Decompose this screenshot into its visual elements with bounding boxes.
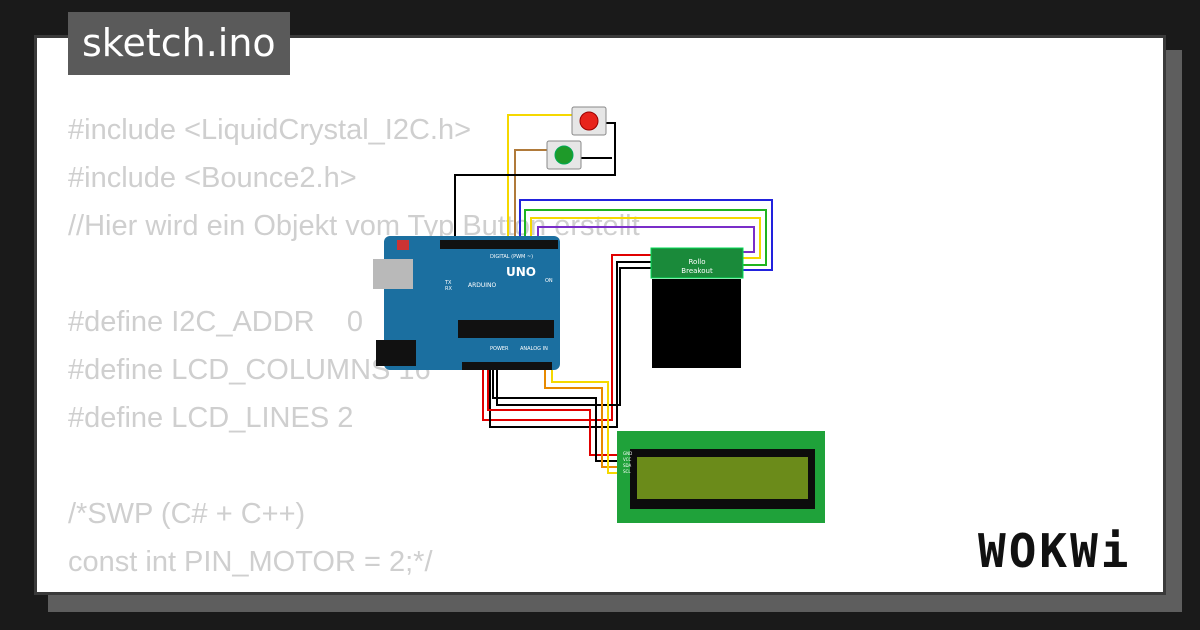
wire-black-buttons xyxy=(454,122,616,240)
code-line: #include <Bounce2.h> xyxy=(68,162,357,194)
lcd-pin-scl: SCL xyxy=(623,469,631,474)
breakout-line1: Rollo xyxy=(688,258,705,266)
lcd-pin-vcc: VCC xyxy=(623,457,632,462)
wire-orange-lcd xyxy=(544,365,622,468)
wire-brown xyxy=(514,149,548,240)
wire-yellow-2 xyxy=(530,217,761,259)
wire-yellow-lcd xyxy=(551,365,622,474)
breakout-module xyxy=(652,279,741,368)
digital-label: DIGITAL (PWM ~) xyxy=(490,254,533,260)
code-line: #define LCD_COLUMNS 16 xyxy=(68,354,431,386)
wokwi-logo: WOKWi xyxy=(978,524,1132,578)
green-button-cap xyxy=(554,145,574,165)
lcd-pin-sda: SDA xyxy=(623,463,632,468)
wire-red-lcd xyxy=(487,365,622,456)
reset-button xyxy=(397,240,409,250)
power-label: POWER xyxy=(490,346,509,352)
rx-label: RX xyxy=(445,286,452,292)
wire-blue xyxy=(519,199,773,271)
file-title: sketch.ino xyxy=(68,12,290,75)
wire-black-lcd xyxy=(492,365,622,462)
breakout-line2: Breakout xyxy=(681,267,713,275)
wires xyxy=(454,114,773,474)
code-line: const int PIN_MOTOR = 2;*/ xyxy=(68,546,433,578)
code-line: //Hier wird ein Objekt vom Typ Button er… xyxy=(68,210,640,242)
arduino-label: ARDUINO xyxy=(468,282,497,289)
wire-green xyxy=(524,209,767,266)
lcd-display[interactable]: GND VCC SDA SCL xyxy=(617,431,825,523)
code-background: #include <LiquidCrystal_I2C.h> #include <… xyxy=(68,106,640,592)
usb-port xyxy=(373,259,413,289)
analog-label: ANALOG IN xyxy=(520,346,548,352)
wire-purple xyxy=(537,226,755,253)
red-pushbutton[interactable] xyxy=(571,106,607,136)
green-pushbutton[interactable] xyxy=(546,140,582,170)
tx-label: TX xyxy=(444,280,452,286)
code-line: #define I2C_ADDR 0 xyxy=(68,306,363,338)
wire-black-breakout xyxy=(489,261,652,428)
arduino-uno-board[interactable]: DIGITAL (PWM ~) UNO ARDUINO TX RX ON POW… xyxy=(373,236,560,370)
digital-header xyxy=(440,240,558,249)
lcd-pin-gnd: GND xyxy=(623,451,632,456)
red-button-cap xyxy=(579,111,599,131)
wire-yellow xyxy=(507,114,572,240)
power-analog-header xyxy=(462,362,552,370)
wire-red-breakout xyxy=(482,254,652,421)
power-jack xyxy=(376,340,416,366)
atmega-chip xyxy=(458,320,554,338)
wire-black-breakout-2 xyxy=(496,267,652,406)
code-line: #define LCD_LINES 2 xyxy=(68,402,354,434)
code-line: #include <LiquidCrystal_I2C.h> xyxy=(68,114,472,146)
on-label: ON xyxy=(545,278,553,284)
code-line: /*SWP (C# + C++) xyxy=(68,498,306,530)
preview-card: #include <LiquidCrystal_I2C.h> #include <… xyxy=(34,35,1166,595)
rollo-breakout[interactable]: Rollo Breakout xyxy=(650,247,744,368)
circuit-diagram: DIGITAL (PWM ~) UNO ARDUINO TX RX ON POW… xyxy=(373,106,825,523)
uno-label: UNO xyxy=(506,265,536,279)
